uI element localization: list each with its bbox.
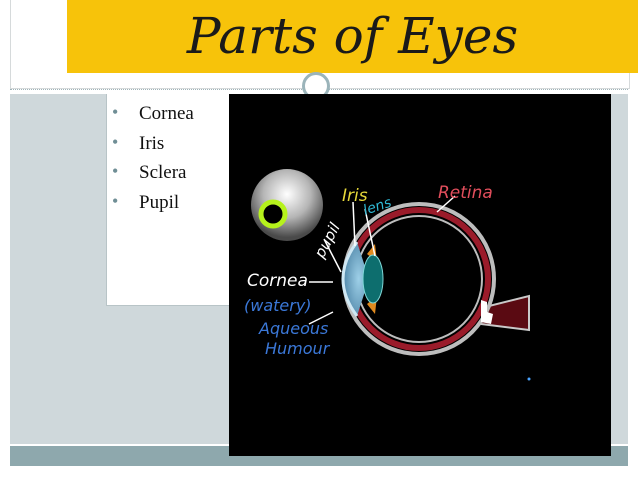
label-arrows	[308, 195, 456, 325]
label-watery: (watery)	[244, 296, 312, 315]
arrow-retina	[436, 195, 456, 213]
bullet-icon: •	[112, 102, 119, 122]
eyeball-cross-section	[341, 202, 496, 356]
bullet-text: Iris	[139, 132, 165, 154]
bullet-item: • Sclera	[112, 158, 194, 188]
label-aqueous: Aqueous	[258, 319, 328, 338]
slide-title: Parts of Eyes	[186, 7, 519, 65]
bullet-list: • Cornea • Iris • Sclera • Pupil	[112, 99, 194, 217]
eyeball-front-view	[251, 169, 323, 241]
label-cornea: Cornea	[247, 271, 308, 291]
cornea-outline	[341, 241, 359, 317]
cursor-dot	[527, 377, 531, 381]
arrow-iris	[352, 201, 356, 247]
eye-diagram-svg: Iris lens Retina pupil Cornea (watery) A…	[244, 169, 531, 381]
bullet-text: Sclera	[139, 162, 187, 183]
bullet-icon: •	[112, 131, 119, 152]
eye-diagram: Iris lens Retina pupil Cornea (watery) A…	[229, 94, 611, 456]
label-retina: Retina	[438, 183, 493, 203]
arrow-pupil	[323, 238, 342, 273]
title-bar: Parts of Eyes	[67, 0, 638, 73]
iris-ring	[258, 199, 288, 229]
bullet-panel	[106, 94, 230, 306]
bullet-text: Pupil	[139, 191, 180, 213]
lens-shape	[362, 254, 384, 304]
bullet-icon: •	[112, 190, 119, 211]
hand-cursor-icon	[481, 300, 493, 324]
arrow-aqueous	[308, 311, 334, 325]
bullet-item: • Cornea	[112, 99, 194, 129]
arrow-lens	[364, 208, 376, 257]
cornea-shape	[343, 242, 369, 316]
bullet-item: • Pupil	[112, 188, 194, 218]
label-iris: Iris	[342, 186, 368, 206]
bullet-item: • Iris	[112, 129, 194, 159]
label-humour: Humour	[265, 339, 331, 358]
bullet-text: Cornea	[139, 103, 194, 124]
bullet-icon: •	[112, 161, 119, 181]
